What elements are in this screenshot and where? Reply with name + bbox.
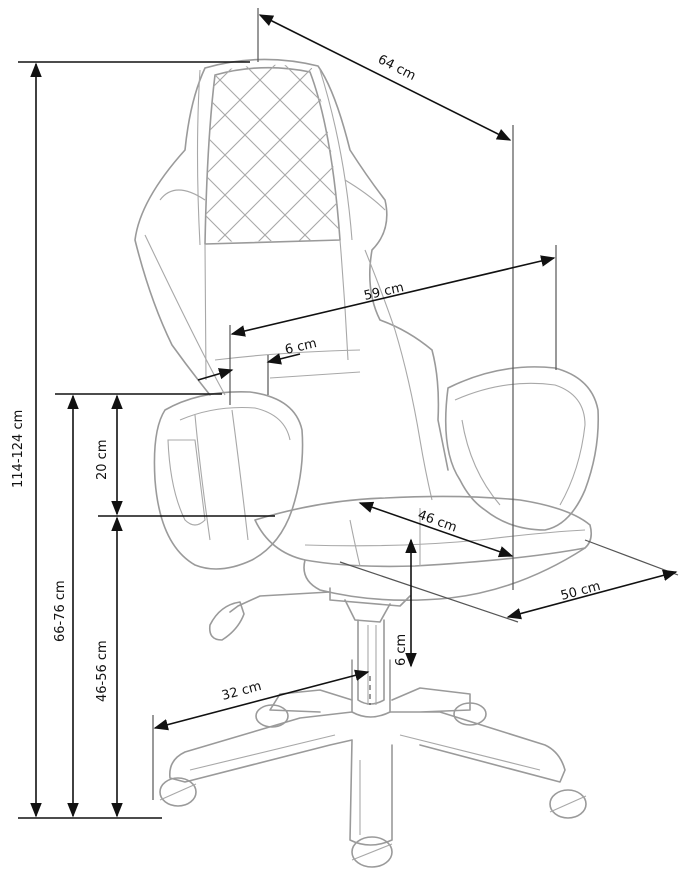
dim-line-59 [230, 255, 556, 337]
casters [159, 702, 587, 868]
backrest-outline [134, 58, 449, 471]
armrest-left [153, 391, 304, 570]
dim-line-46 [358, 501, 514, 558]
dim-line-50 [506, 569, 678, 620]
armrest-right [444, 366, 600, 531]
dim-line-32 [153, 669, 370, 731]
label-46: 46 cm [416, 508, 459, 536]
tilt-lever [208, 591, 331, 641]
mechanism [329, 587, 411, 623]
label-6-lift: 6 cm [394, 634, 409, 666]
gas-lift [351, 619, 391, 718]
label-46-56: 46-56 cm [95, 640, 110, 702]
seat-cushion [254, 495, 592, 568]
label-20: 20 cm [95, 440, 110, 481]
label-114-124: 114-124 cm [11, 410, 26, 488]
chair-drawing [134, 58, 600, 868]
star-base [168, 687, 566, 846]
label-6-arm: 6 cm [284, 336, 319, 358]
dimension-lines [18, 8, 679, 819]
dim-line-6-arm-left [197, 368, 234, 381]
dim-line-6-arm-right [266, 353, 301, 365]
label-32: 32 cm [220, 679, 263, 704]
label-66-76: 66-76 cm [53, 580, 68, 642]
dim-line-64 [258, 14, 512, 141]
label-50: 50 cm [559, 579, 602, 604]
label-64: 64 cm [375, 52, 418, 84]
